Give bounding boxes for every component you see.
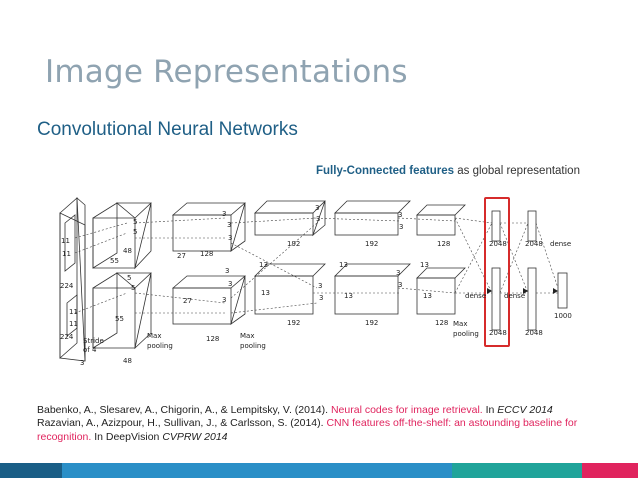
footer-segment: [582, 463, 638, 478]
label-conv4-192-a: 192: [365, 240, 378, 248]
label-conv5-128-a: 128: [437, 240, 450, 248]
label-output-1000: 1000: [554, 312, 572, 320]
label-fc6-2048-a: 2048: [489, 240, 507, 248]
label-input-side-b: 224: [60, 333, 74, 341]
label-input-side-a: 224: [60, 282, 74, 290]
label-k5-d: 5: [131, 284, 135, 292]
label-conv3-192-b: 192: [287, 319, 300, 327]
label-k3-b2: 3: [228, 280, 232, 288]
reference-title-link[interactable]: Neural codes for image retrieval.: [330, 404, 483, 416]
fc-highlight-box: [484, 197, 510, 347]
label-k3-a1: 3: [222, 210, 226, 218]
reference-authors: Babenko, A., Slesarev, A., Chigorin, A.,…: [37, 404, 331, 416]
label-conv5-13-b: 13: [423, 292, 432, 300]
label-stride-line1: Stride: [83, 337, 104, 345]
label-k3-b1: 3: [225, 267, 229, 275]
label-conv2-128-a: 128: [200, 250, 213, 258]
label-k5-b: 5: [133, 228, 137, 236]
label-maxpool2-line1: Max: [240, 332, 254, 340]
label-stride-line2: of 4: [83, 346, 97, 354]
label-fc7-2048-a: 2048: [525, 240, 543, 248]
label-k3-e2: 3: [399, 223, 403, 231]
label-kernel-11-a: 11: [61, 237, 70, 245]
label-conv1-48-b: 48: [123, 357, 132, 365]
label-k3-c2: 3: [316, 215, 320, 223]
label-k3-b3: 3: [222, 296, 226, 304]
conv2-volume-top: [171, 202, 247, 216]
reference-razavian: Razavian, A., Azizpour, H., Sullivan, J.…: [37, 417, 627, 444]
label-kernel-11-c: 11: [69, 308, 78, 316]
label-dense-a: dense: [465, 292, 486, 300]
label-conv5-128-b: 128: [435, 319, 448, 327]
alexnet-architecture-diagram: 224 224 3 11 11 11 11 Stride of 4 55 55 …: [59, 197, 572, 367]
footer-color-bar: [0, 463, 638, 478]
label-k3-f2: 3: [398, 281, 402, 289]
fc-features-highlight: Fully-Connected features: [316, 165, 455, 177]
label-k3-e1: 3: [398, 211, 402, 219]
slide-subtitle: Convolutional Neural Networks: [37, 119, 298, 140]
label-maxpool3-line2: pooling: [453, 330, 479, 338]
label-conv3-192-a: 192: [287, 240, 300, 248]
label-conv2-128-b: 128: [206, 335, 219, 343]
footer-segment: [62, 463, 452, 478]
reference-authors: Razavian, A., Azizpour, H., Sullivan, J.…: [37, 417, 327, 430]
fc7-top: [527, 210, 537, 242]
conv5-volume-bottom: [416, 267, 466, 279]
label-kernel-11-b: 11: [62, 250, 71, 258]
label-conv2-27-b: 27: [183, 297, 192, 305]
label-k3-d1: 3: [318, 282, 322, 290]
dense-arrows: [487, 288, 558, 294]
label-conv2-27-a: 27: [177, 252, 186, 260]
footer-segment: [452, 463, 582, 478]
slide-title: Image Representations: [45, 54, 408, 90]
label-k3-a3: 3: [228, 234, 232, 242]
label-input-channels: 3: [80, 359, 84, 367]
fc7-bottom: [527, 267, 537, 331]
label-conv1-48-a: 48: [123, 247, 132, 255]
label-conv4-13-b: 13: [344, 292, 353, 300]
label-conv3-13-a: 13: [259, 261, 268, 269]
conv5-volume-top: [416, 204, 466, 216]
reference-babenko: Babenko, A., Slesarev, A., Chigorin, A.,…: [37, 404, 627, 417]
label-fc7-2048-b: 2048: [525, 329, 543, 337]
label-k3-d2: 3: [319, 294, 323, 302]
reference-in: In DeepVision: [91, 430, 163, 443]
label-fc6-2048-b: 2048: [489, 329, 507, 337]
label-k5-c: 5: [127, 274, 131, 282]
label-kernel-11-d: 11: [69, 320, 78, 328]
fc6-bottom: [491, 267, 501, 331]
fc6-top: [491, 210, 501, 242]
label-k5-a: 5: [133, 218, 137, 226]
label-k3-a2: 3: [227, 221, 231, 229]
label-maxpool1-line1: Max: [147, 332, 161, 340]
reference-venue: CVPRW 2014: [162, 430, 228, 443]
fc-features-rest: as global representation: [454, 165, 580, 177]
label-maxpool3-line1: Max: [453, 320, 467, 328]
label-k3-f1: 3: [396, 269, 400, 277]
label-maxpool1-line2: pooling: [147, 342, 173, 350]
conv2-volume-bottom: [171, 275, 247, 289]
label-conv4-192-b: 192: [365, 319, 378, 327]
label-conv1-55-a: 55: [110, 257, 119, 265]
label-dense-c: dense: [550, 240, 571, 248]
label-maxpool2-line2: pooling: [240, 342, 266, 350]
reference-in: In: [482, 404, 498, 416]
references: Babenko, A., Slesarev, A., Chigorin, A.,…: [37, 404, 627, 444]
reference-venue: ECCV 2014: [497, 404, 553, 416]
label-conv3-13-b: 13: [261, 289, 270, 297]
reference-title-link[interactable]: CNN features off-the-shelf: an astoundin…: [37, 417, 578, 443]
output-layer: [557, 272, 568, 309]
label-conv1-55-b: 55: [115, 315, 124, 323]
label-conv4-13-a: 13: [339, 261, 348, 269]
label-k3-c1: 3: [315, 204, 319, 212]
label-conv5-13-a: 13: [420, 261, 429, 269]
label-dense-b: dense: [504, 292, 525, 300]
footer-segment: [0, 463, 62, 478]
fc-features-note: Fully-Connected features as global repre…: [316, 165, 580, 177]
